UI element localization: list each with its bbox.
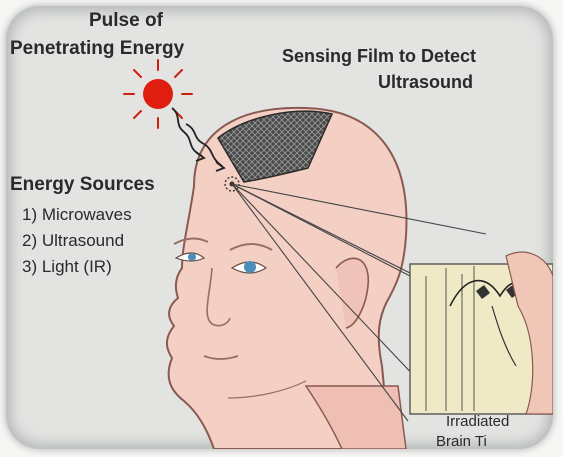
left-eye-iris	[188, 253, 196, 261]
pulse-label-line2: Penetrating Energy	[10, 38, 185, 59]
right-eye-iris	[244, 261, 256, 273]
tissue-inset	[410, 252, 553, 414]
source-item-2: 2) Ultrasound	[22, 231, 124, 250]
film-label-line2: Ultrasound	[378, 72, 473, 92]
source-item-1: 1) Microwaves	[22, 205, 132, 224]
film-label-line1: Sensing Film to Detect	[282, 46, 476, 66]
tissue-label-line2: Brain Ti	[436, 433, 487, 449]
pulse-label-line1: Pulse of	[89, 10, 164, 31]
tissue-label-line1: Irradiated	[446, 413, 509, 430]
pulse-source-icon	[124, 60, 192, 128]
source-item-3: 3) Light (IR)	[22, 257, 112, 276]
sources-title: Energy Sources	[10, 174, 155, 195]
diagram-frame: Pulse of Penetrating Energy Sensing Film…	[6, 6, 553, 449]
diagram-canvas: Pulse of Penetrating Energy Sensing Film…	[6, 6, 553, 449]
